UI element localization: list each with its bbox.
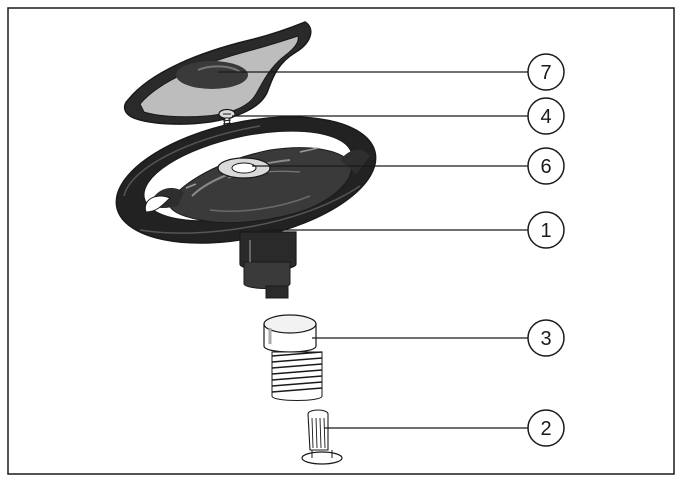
svg-text:6: 6 [540,156,551,178]
callout-6: 6 [527,147,565,185]
svg-text:4: 4 [540,106,551,128]
callout-1: 1 [527,211,565,249]
callout-7: 7 [527,53,565,91]
threaded-nut-part [263,314,323,401]
leader-lines [218,71,528,429]
diagram-frame [7,7,675,475]
steering-wheel-part [115,116,377,299]
splined-shaft-part [301,409,343,465]
callout-3: 3 [527,319,565,357]
callout-4: 4 [527,97,565,135]
svg-text:2: 2 [540,418,551,440]
svg-text:7: 7 [540,62,551,84]
center-cap-part [123,21,312,125]
callout-2: 2 [527,409,565,447]
svg-text:3: 3 [540,328,551,350]
svg-text:1: 1 [540,220,551,242]
